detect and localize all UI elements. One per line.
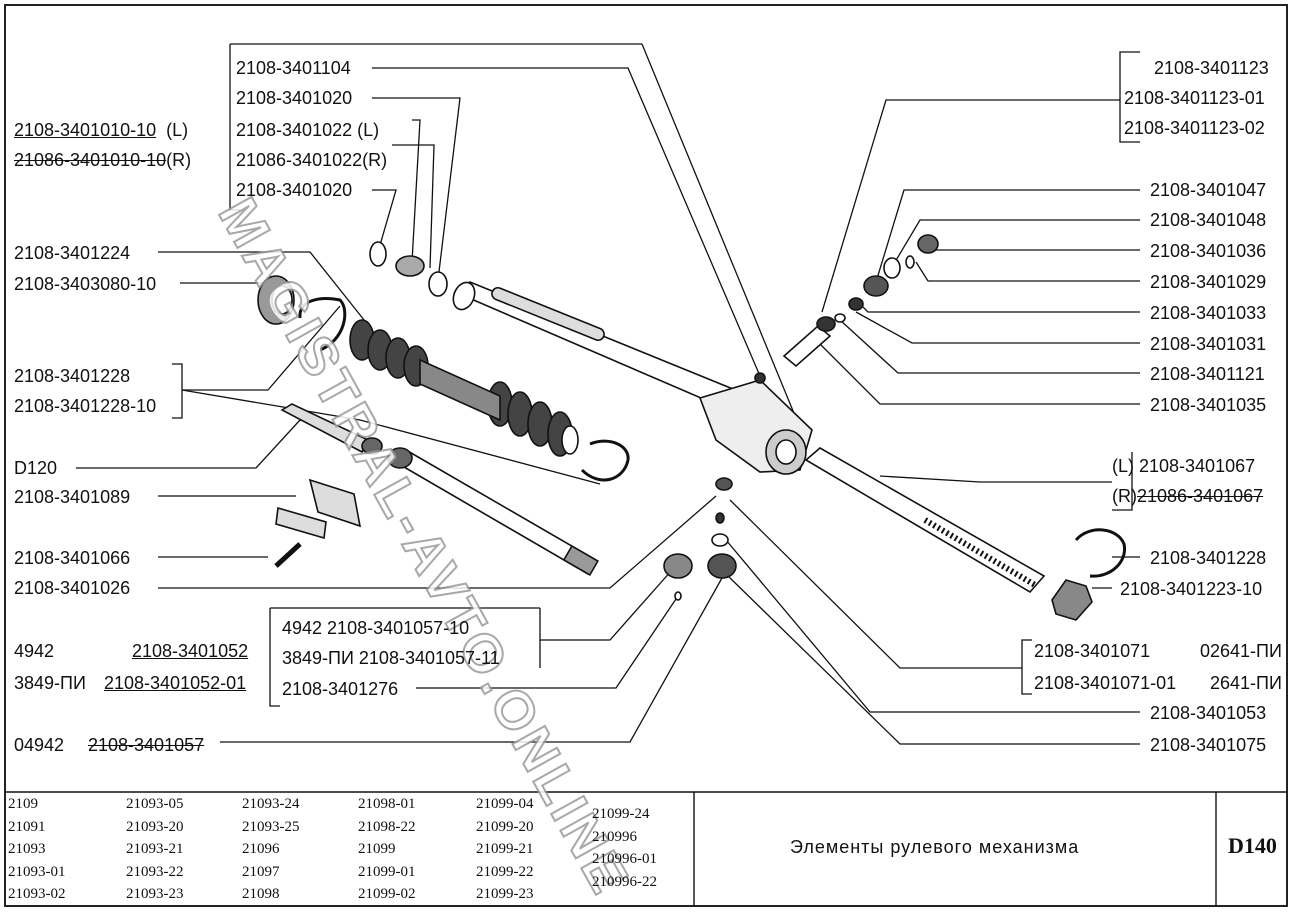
models-col-1: 2109 21091 21093 21093-01 21093-02 [8,793,66,906]
sheet-frame [4,4,1288,907]
model-item: 21099-21 [476,841,534,857]
label-2108-3401053: 2108-3401053 [1150,703,1267,723]
label-2108-3401228-10: 2108-3401228-10 [14,396,157,416]
model-item: 21093-02 [8,886,66,902]
model-item: 2109 [8,796,38,812]
label-assembly-left: 2108-3401010-10 (L) [14,120,189,140]
leader-lines [76,43,1140,745]
label-2108-3401123: 2108-3401123 [1154,58,1269,78]
model-item: 21099-02 [358,886,416,902]
model-item: 21099-22 [476,863,534,880]
label-2108-3401036: 2108-3401036 [1150,241,1267,261]
models-col-6: 21099-24 210996 210996-01 210996-22 [592,803,657,893]
label-2108-3401228: 2108-3401228 [14,366,131,386]
label-2108-3401020-a: 2108-3401020 [236,88,353,108]
models-col-2: 21093-05 21093-20 21093-21 21093-22 2109… [126,793,184,906]
label-2108-3401035: 2108-3401035 [1150,395,1267,415]
label-2108-3401123-02: 2108-3401123-02 [1124,118,1265,138]
label-assembly-right: 21086-3401010-10(R) [14,150,192,170]
label-2108-3401052: 2108-3401052 [132,641,249,661]
model-item: 21098-01 [358,796,416,812]
label-4942: 4942 [14,641,55,661]
label-2108-3401066: 2108-3401066 [14,548,131,568]
model-item: 210996-01 [592,851,657,867]
model-item: 21093 [8,841,46,857]
model-item: 21098 [242,886,280,902]
model-item: 21093-01 [8,863,66,880]
model-item: 21091 [8,818,46,835]
label-2108-3401022: 2108-3401022 (L) [236,120,380,140]
label-2108-3403080-10: 2108-3403080-10 [14,274,157,294]
label-2108-3401071-01: 2108-3401071-01 [1034,673,1177,693]
label-2108-3401223-10: 2108-3401223-10 [1120,579,1263,599]
label-d120: D120 [14,458,58,478]
label-2108-3401057-11: 3849-ПИ 2108-3401057-11 [282,648,500,668]
models-col-5: 21099-04 21099-20 21099-21 21099-22 2109… [476,793,534,906]
label-2108-3401033: 2108-3401033 [1150,303,1267,323]
label-2641-pi: 2641-ПИ [1210,673,1282,693]
table-lines [4,791,1288,907]
model-item: 21099-01 [358,863,416,880]
label-2108-3401048: 2108-3401048 [1150,210,1267,230]
model-item: 21093-22 [126,863,184,880]
model-item: 21093-23 [126,886,184,902]
model-item: 21098-22 [358,818,416,835]
model-item: 21093-20 [126,818,184,835]
model-item: 21099-20 [476,818,534,835]
model-item: 21093-25 [242,818,300,835]
label-2108-3401057: 2108-3401057 [88,735,205,755]
label-2108-3401071: 2108-3401071 [1034,641,1151,661]
label-2108-3401057-10: 4942 2108-3401057-10 [282,618,470,638]
label-2108-3401224: 2108-3401224 [14,243,131,263]
diagram-code: D140 [1228,833,1277,858]
label-2108-3401031: 2108-3401031 [1150,334,1267,354]
label-2108-3401075: 2108-3401075 [1150,735,1267,755]
model-item: 210996-22 [592,873,657,890]
label-2108-3401029: 2108-3401029 [1150,272,1267,292]
label-2108-3401228-right: 2108-3401228 [1150,548,1267,568]
model-item: 21093-24 [242,796,300,812]
label-2108-3401104: 2108-3401104 [236,58,351,78]
label-2108-3401047: 2108-3401047 [1150,180,1267,200]
label-2108-3401052-01: 2108-3401052-01 [104,673,247,693]
label-2108-3401089: 2108-3401089 [14,487,131,507]
page-title: Элементы рулевого механизма [790,837,1080,857]
model-item: 21099-24 [592,806,650,822]
model-item: 21093-05 [126,796,184,812]
label-2108-3401276: 2108-3401276 [282,679,399,699]
label-2108-3401020-b: 2108-3401020 [236,180,353,200]
model-item: 21099-23 [476,886,534,902]
model-item: 21097 [242,863,280,880]
label-2108-3401121: 2108-3401121 [1150,364,1265,384]
label-21086-3401022: 21086-3401022(R) [236,150,388,170]
parts-drawing [257,234,1127,621]
label-04942: 04942 [14,735,65,755]
label-2108-3401026: 2108-3401026 [14,578,131,598]
model-item: 21099-04 [476,796,534,812]
label-21086-3401067: (R)21086-3401067 [1112,486,1264,506]
label-02641-pi: 02641-ПИ [1200,641,1282,661]
model-item: 21093-21 [126,841,184,857]
model-item: 210996 [592,828,637,845]
models-col-3: 21093-24 21093-25 21096 21097 21098 [242,793,300,906]
model-item: 21099 [358,841,396,857]
label-2108-3401067: (L) 2108-3401067 [1112,456,1256,476]
label-2108-3401123-01: 2108-3401123-01 [1124,88,1265,108]
model-item: 21096 [242,841,280,857]
label-3849-pi: 3849-ПИ [14,673,86,693]
models-col-4: 21098-01 21098-22 21099 21099-01 21099-0… [358,793,416,906]
